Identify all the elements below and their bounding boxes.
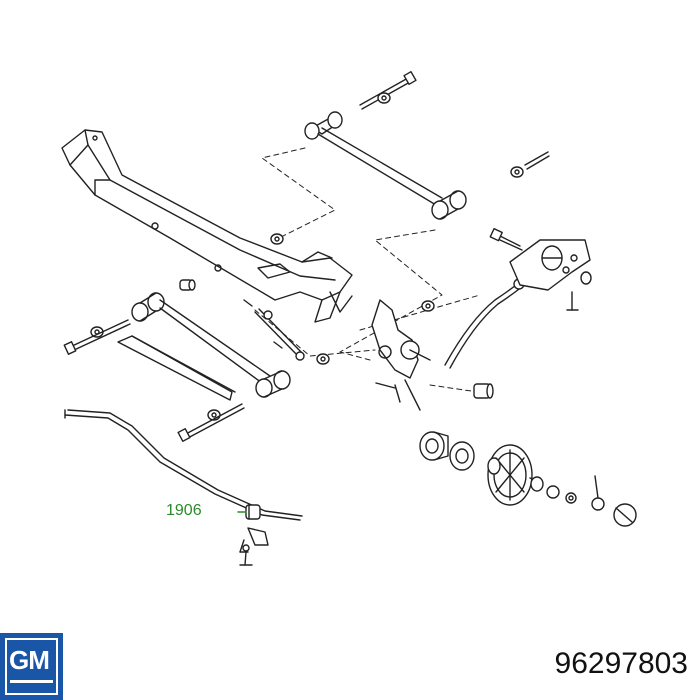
gm-logo: GM [0,633,63,700]
part-number: 96297803 [554,647,688,680]
crossmember [61,129,353,323]
gm-logo-text: GM [9,645,50,675]
stabilizer-bushing-1906 [237,504,261,520]
hub-assembly [419,431,637,527]
gm-logo-frame [5,638,58,695]
gm-logo-underline [10,680,53,683]
knuckle [371,299,431,411]
upper-lateral-link [304,111,467,220]
bolt-top [359,70,550,178]
washers [90,233,435,421]
callout-label-1906: 1906 [166,502,202,519]
strut-mount [489,227,592,311]
brake-hose [444,278,525,369]
trailing-arm [117,335,236,401]
lower-control-arm [63,292,291,442]
bushing-right [473,383,494,399]
bushing-bracket [239,527,269,566]
small-bushing [179,279,196,291]
stabilizer-link [243,299,305,361]
stabilizer-bar [64,409,303,521]
